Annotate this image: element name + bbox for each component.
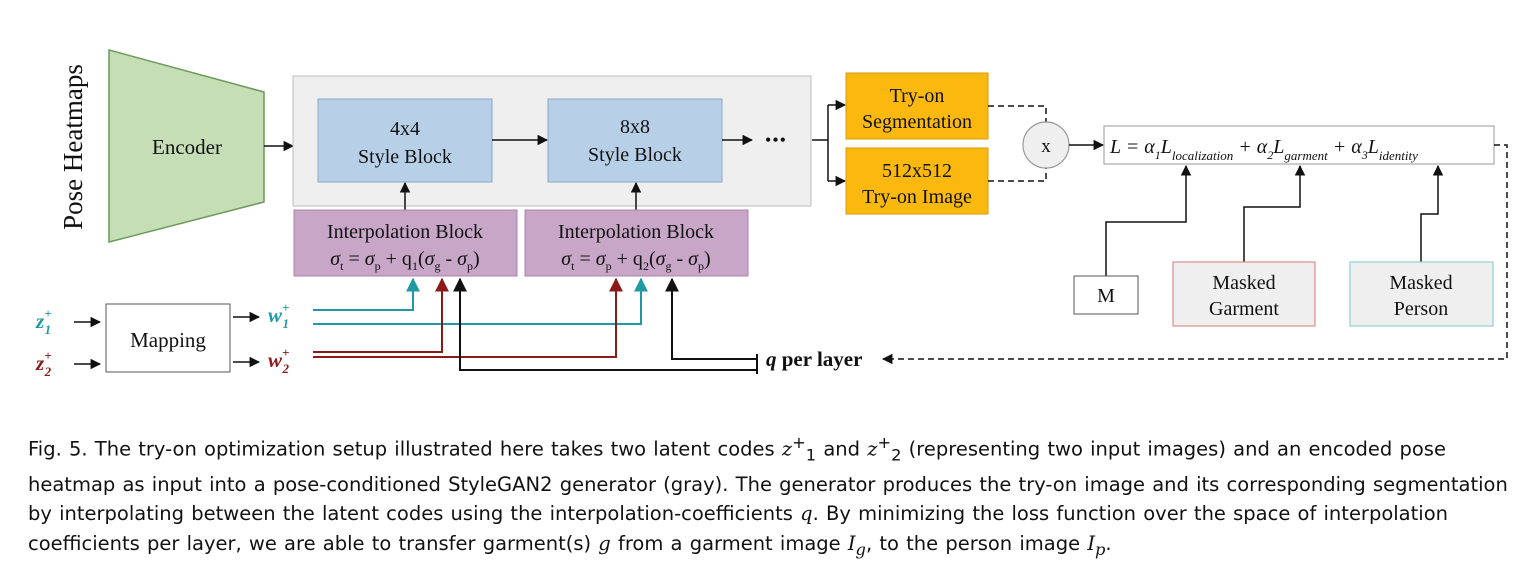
loss-box: [1103, 125, 1495, 165]
tryon-image-box: [845, 147, 989, 215]
w2-line-to-interp2: [313, 277, 623, 358]
masked-person-to-loss-arrow: [1420, 164, 1444, 262]
style-block-8x8-size: 8x8: [620, 116, 650, 138]
loss-feedback-dashed: [881, 144, 1508, 365]
interpolation-block-1-formula: σt = σp + q1(σg - σp): [330, 248, 479, 273]
more-layers-ellipsis: •••: [765, 130, 787, 150]
image-to-multiply-dashed: [988, 168, 1047, 182]
w1-line-to-interp1: [313, 277, 420, 311]
caption-lead: Fig. 5.: [28, 437, 88, 461]
interpolation-block-2: [524, 209, 749, 277]
masked-garment-line1: Masked: [1212, 272, 1275, 294]
q-line-to-interp1: [453, 277, 757, 371]
z1-label: z+1: [35, 306, 52, 337]
tryon-image-line2: Try-on Image: [862, 186, 972, 208]
masked-garment-line2: Garment: [1209, 298, 1279, 320]
style-block-8x8: [547, 98, 723, 183]
segmentation-to-multiply-dashed: [988, 105, 1047, 122]
style-block-4x4-size: 4x4: [390, 118, 420, 140]
mapping-box: [105, 303, 231, 373]
w2-line-to-interp1: [313, 277, 449, 353]
w1-line-to-interp2: [313, 277, 648, 325]
figure-caption: Fig. 5. The try-on optimization setup il…: [28, 433, 1508, 559]
masked-garment-to-loss-arrow: [1243, 164, 1306, 262]
multiply-symbol: x: [1041, 136, 1051, 157]
mapping-label: Mapping: [130, 328, 206, 352]
masked-person-line1: Masked: [1389, 272, 1452, 294]
pose-heatmaps-label: Pose Heatmaps: [58, 64, 88, 230]
interpolation-block-1-title: Interpolation Block: [327, 221, 483, 243]
interpolation-block-1: [293, 209, 518, 277]
masked-person-line2: Person: [1394, 298, 1448, 320]
encoder-shape: [108, 49, 265, 243]
mask-label: M: [1097, 285, 1115, 307]
z2-label: z+2: [35, 348, 52, 379]
loss-formula: L = α1Llocalization + α2Lgarment + α3Lid…: [1109, 136, 1418, 163]
w1-label: w+1: [268, 300, 289, 331]
style-block-8x8-label: Style Block: [588, 144, 682, 166]
encoder-label: Encoder: [152, 135, 222, 159]
generator-output-fork: [812, 105, 829, 181]
tryon-segmentation-box: [845, 72, 989, 140]
style-block-4x4: [317, 98, 493, 183]
w2-label: w+2: [268, 345, 289, 376]
masked-garment-box: [1172, 261, 1316, 327]
tryon-image-line1: 512x512: [882, 160, 952, 182]
q-line-to-interp2: [665, 277, 757, 360]
tryon-segmentation-line2: Segmentation: [862, 111, 972, 133]
mask-box: [1073, 275, 1139, 315]
style-block-4x4-label: Style Block: [358, 146, 452, 168]
try-on-diagram: Pose Heatmaps Encoder 4x4 Style Block 8x…: [35, 49, 1508, 379]
tryon-segmentation-line1: Try-on: [890, 85, 945, 107]
q-per-layer-label: q per layer: [766, 347, 862, 371]
masked-person-box: [1349, 261, 1494, 327]
interpolation-block-2-title: Interpolation Block: [558, 221, 714, 243]
mask-to-loss-arrow: [1105, 164, 1192, 276]
interpolation-block-2-formula: σt = σp + q2(σg - σp): [561, 248, 710, 273]
